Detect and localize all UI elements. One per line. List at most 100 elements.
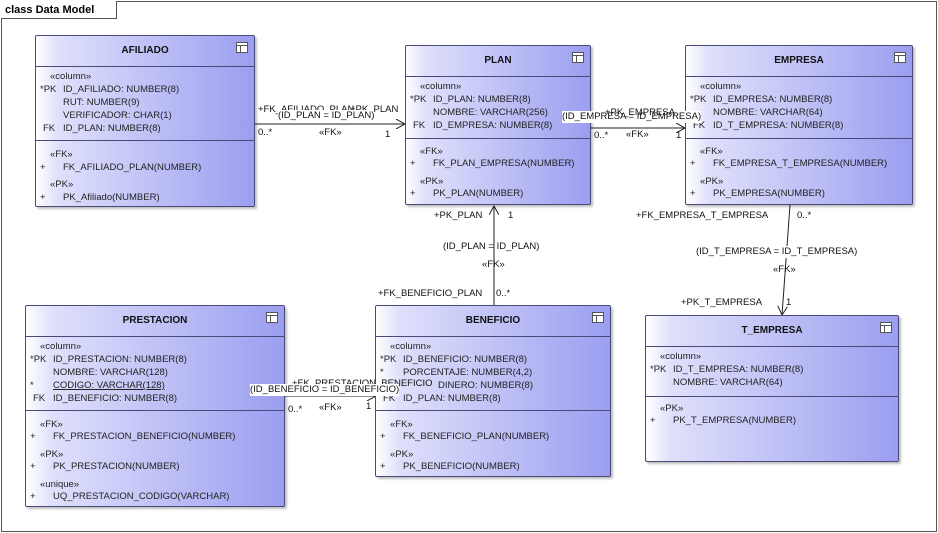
divider: [376, 336, 610, 337]
entity-empresa[interactable]: EMPRESA «column» *PK ID_EMPRESA: NUMBER(…: [685, 45, 913, 205]
op-visibility: +: [40, 192, 46, 203]
column-stereotype: «column»: [50, 71, 92, 82]
column-stereotype: «column»: [420, 81, 462, 92]
column-row: ID_T_EMPRESA: NUMBER(8): [673, 364, 804, 375]
operation-row: FK_EMPRESA_T_EMPRESA(NUMBER): [713, 158, 888, 169]
column-row: ID_PLAN: NUMBER(8): [63, 123, 161, 134]
entity-beneficio[interactable]: BENEFICIO «column» *PK ID_BENEFICIO: NUM…: [375, 305, 611, 477]
column-stereotype: «column»: [40, 341, 82, 352]
column-tag: *PK: [650, 364, 667, 375]
divider: [26, 410, 284, 411]
op-visibility: +: [690, 158, 696, 169]
fk-stereotype: «FK»: [50, 149, 73, 160]
column-row: ID_PLAN: NUMBER(8): [403, 393, 501, 404]
relation-target-mult: 1: [385, 129, 391, 140]
entity-t-empresa[interactable]: T_EMPRESA «column» *PK ID_T_EMPRESA: NUM…: [645, 315, 899, 462]
column-row: ID_PRESTACION: NUMBER(8): [53, 354, 187, 365]
op-visibility: +: [40, 162, 46, 173]
op-visibility: +: [410, 158, 416, 169]
pk-stereotype: «PK»: [420, 176, 444, 187]
unique-stereotype: «unique»: [40, 479, 80, 490]
column-row: ID_EMPRESA: NUMBER(8): [433, 120, 553, 131]
fk-stereotype: «FK»: [390, 419, 413, 430]
column-stereotype: «column»: [700, 81, 742, 92]
column-tag: *PK: [30, 354, 47, 365]
operation-row: PK_Afiliado(NUMBER): [63, 192, 160, 203]
column-stereotype: «column»: [390, 341, 432, 352]
relation-source-role: +FK_BENEFICIO_PLAN: [378, 288, 483, 299]
op-visibility: +: [30, 491, 36, 502]
link-empresa-t-empresa[interactable]: [782, 204, 791, 315]
op-visibility: +: [650, 415, 656, 426]
relation-target-mult: 1: [786, 297, 792, 308]
entity-prestacion[interactable]: PRESTACION «column» *PK ID_PRESTACION: N…: [25, 305, 285, 507]
divider: [36, 66, 254, 67]
divider: [376, 410, 610, 411]
op-visibility: +: [380, 431, 386, 442]
entity-title: T_EMPRESA: [741, 325, 803, 336]
column-tag: *PK: [40, 84, 57, 95]
operation-row: FK_PLAN_EMPRESA(NUMBER): [433, 158, 575, 169]
column-row: NOMBRE: VARCHAR(256): [433, 107, 548, 118]
relation-source-mult: 0..*: [594, 130, 609, 141]
column-row: NOMBRE: VARCHAR(64): [673, 377, 783, 388]
relation-target-mult: 1: [508, 210, 514, 221]
pk-stereotype: «PK»: [700, 176, 724, 187]
operation-row: PK_PLAN(NUMBER): [433, 188, 524, 199]
column-tag: *: [30, 380, 34, 391]
relation-target-mult: 1: [366, 401, 372, 412]
divider: [26, 336, 284, 337]
column-row: ID_BENEFICIO: NUMBER(8): [53, 393, 178, 404]
pk-stereotype: «PK»: [660, 403, 684, 414]
entity-title: EMPRESA: [774, 55, 824, 66]
relation-stereotype: «FK»: [626, 129, 649, 140]
entity-plan[interactable]: PLAN «column» *PK ID_PLAN: NUMBER(8) NOM…: [405, 45, 591, 205]
relation-condition: (ID_PLAN = ID_PLAN): [443, 241, 540, 252]
relation-condition: (ID_PLAN = ID_PLAN): [278, 110, 375, 122]
column-row: ID_EMPRESA: NUMBER(8): [713, 94, 833, 105]
column-tag: *PK: [690, 94, 707, 105]
diagram-frame-title: class Data Model: [1, 1, 118, 19]
column-tag: FK: [33, 393, 46, 404]
operation-row: UQ_PRESTACION_CODIGO(VARCHAR): [53, 491, 230, 502]
operation-row: PK_EMPRESA(NUMBER): [713, 188, 825, 199]
table-icon: [572, 52, 584, 63]
relation-source-role: +FK_EMPRESA_T_EMPRESA: [636, 210, 769, 221]
relation-source-role: +FK_PRESTACION_BENEFICIO: [292, 378, 433, 390]
fk-stereotype: «FK»: [40, 419, 63, 430]
pk-stereotype: «PK»: [390, 449, 414, 460]
divider: [686, 76, 912, 77]
column-stereotype: «column»: [660, 351, 702, 362]
op-visibility: +: [690, 188, 696, 199]
op-visibility: +: [410, 188, 416, 199]
entity-title: BENEFICIO: [465, 315, 521, 326]
relation-condition: (ID_BENEFICIO = ID_BENEFICIO): [250, 384, 400, 396]
relation-stereotype: «FK»: [319, 127, 342, 138]
entity-title: PRESTACION: [122, 315, 188, 326]
relation-target-role: +PK_EMPRESA: [605, 107, 675, 118]
relation-stereotype: «FK»: [482, 259, 505, 270]
column-row: DINERO: NUMBER(8): [438, 380, 534, 391]
table-icon: [894, 52, 906, 63]
column-row: ID_PLAN: NUMBER(8): [433, 94, 531, 105]
relation-stereotype: «FK»: [319, 402, 342, 413]
relation-target-role: +PK_PLAN: [350, 104, 398, 116]
op-visibility: +: [30, 431, 36, 442]
table-icon: [236, 42, 248, 53]
relation-source-mult: 0..*: [496, 288, 511, 299]
divider: [406, 76, 590, 77]
column-row: NOMBRE: VARCHAR(64): [713, 107, 823, 118]
column-row: NOMBRE: VARCHAR(128): [53, 367, 168, 378]
fk-stereotype: «FK»: [700, 146, 723, 157]
column-tag: *PK: [410, 94, 427, 105]
entity-afiliado[interactable]: AFILIADO «column» *PK ID_AFILIADO: NUMBE…: [35, 35, 255, 207]
operation-row: FK_PRESTACION_BENEFICIO(NUMBER): [53, 431, 236, 442]
relation-target-role: +PK_PLAN: [434, 210, 483, 221]
column-row: ID_AFILIADO: NUMBER(8): [63, 84, 180, 95]
operation-row: PK_T_EMPRESA(NUMBER): [673, 415, 796, 426]
operation-row: FK_BENEFICIO_PLAN(NUMBER): [403, 431, 550, 442]
divider: [406, 138, 590, 139]
column-tag: FK: [43, 123, 56, 134]
relation-condition: (ID_T_EMPRESA = ID_T_EMPRESA): [696, 246, 858, 258]
